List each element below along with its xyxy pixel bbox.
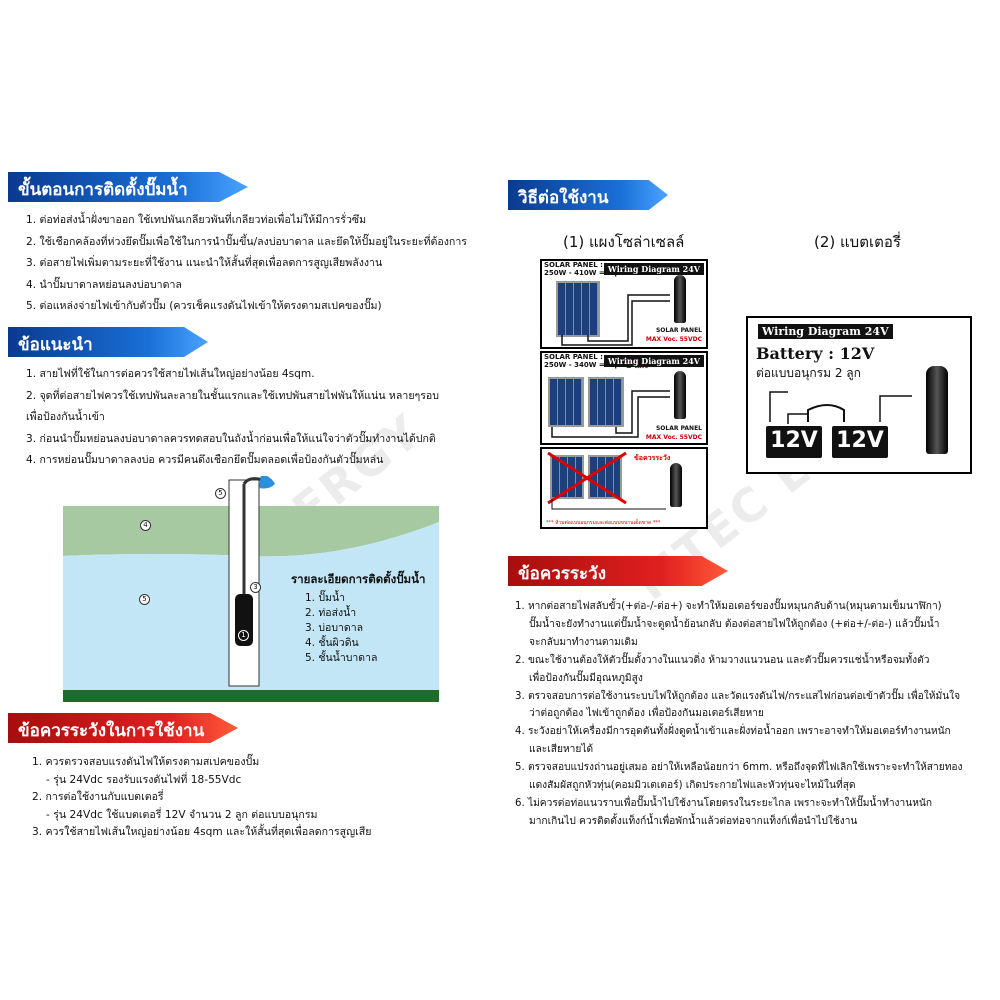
caution-use-header: ข้อควรระวังในการใช้งาน (8, 713, 238, 743)
caution-header: ข้อควรระวัง (508, 556, 728, 586)
warning-note: *** ห้ามต่อแบบอนุกรมและต่อแบบขนานเด็ดขาด… (546, 520, 661, 526)
well-diagram: 5 4 5 3 1 รายละเอียดการติดตั้งปั๊มน้ำ 1.… (63, 474, 439, 702)
advice-title: ข้อแนะนำ (18, 335, 93, 355)
battery-diagram: Wiring Diagram 24V Battery : 12V ต่อแบบอ… (746, 316, 972, 474)
pump-icon (674, 371, 686, 419)
solar-diagram-2: SOLAR PANEL : 250W - 340W = 2 pcs 2 แผง … (540, 351, 708, 445)
caution-use-item: 1. ควรตรวจสอบแรงดันไฟให้ตรงตามสเปคของปั๊… (32, 756, 260, 768)
caution-item: และเสียหายได้ (529, 744, 594, 756)
warning-label: ข้อควรระวัง (634, 454, 671, 462)
solar2-spec: 250W - 340W = 2 pcs (544, 361, 628, 369)
well-legend-item: 2. ท่อส่งน้ำ (305, 607, 357, 619)
advice-list: 1. สายไฟที่ใช้ในการต่อควรใช้สายไฟเส้นใหญ… (26, 364, 439, 472)
caution-use-item: - รุ่น 24Vdc ใช้แบตเตอรี่ 12V จำนวน 2 ลู… (46, 808, 318, 821)
battery-subtitle: ต่อแบบอนุกรม 2 ลูก (756, 366, 861, 380)
caution-item: เพื่อป้องกันปั๊มมีอุณหภูมิสูง (529, 672, 643, 684)
battery-wires (769, 391, 912, 424)
pump-icon (674, 275, 686, 323)
battery-cell: 12V (832, 426, 888, 458)
solar-diagram-warning: ข้อควรระวัง *** ห้ามต่อแบบอนุกรมและต่อแบ… (540, 447, 708, 529)
solar-panel-icon (548, 377, 584, 427)
well-legend-title: รายละเอียดการติดตั้งปั๊มน้ำ (291, 572, 426, 586)
caution-item: 5. ตรวจสอบแปรงถ่านอยู่เสมอ อย่าให้เหลือน… (515, 762, 963, 774)
connect-title: วิธีต่อใช้งาน (518, 188, 609, 208)
battery-title: Battery : 12V (756, 344, 875, 363)
well-marker-4: 4 (140, 520, 151, 531)
advice-item: 4. การหย่อนปั๊มบาดาลลงบ่อ ควรมีคนดึงเชือ… (26, 454, 384, 466)
install-title: ขั้นตอนการติดตั้งปั๊มน้ำ (18, 180, 188, 200)
advice-item: 1. สายไฟที่ใช้ในการต่อควรใช้สายไฟเส้นใหญ… (26, 368, 315, 380)
well-legend-item: 4. ชั้นผิวดิน (305, 637, 359, 649)
caution-item: 1. หากต่อสายไฟสลับขั้ว(+ต่อ-/-ต่อ+) จะทำ… (515, 601, 942, 612)
advice-header: ข้อแนะนำ (8, 327, 208, 357)
well-marker-5: 5 (215, 488, 226, 499)
advice-item: 3. ก่อนนำปั๊มหย่อนลงบ่อบาดาลควรทดสอบในถั… (26, 432, 436, 445)
pump-icon (670, 463, 682, 507)
battery-cell: 12V (766, 426, 822, 458)
warning-cross-icon (547, 451, 666, 510)
caution-use-title: ข้อควรระวังในการใช้งาน (18, 721, 205, 741)
install-step: 5. ต่อแหล่งจ่ายไฟเข้ากับตัวปั๊ม (ควรเช็ค… (26, 300, 382, 312)
well-legend: รายละเอียดการติดตั้งปั๊มน้ำ 1. ปั๊มน้ำ 2… (291, 572, 425, 666)
solar2-panel-label: SOLAR PANEL (655, 425, 702, 432)
caution-item: 6. ไม่ควรต่อท่อแนวราบเพื่อปั๊มน้ำไปใช้งา… (515, 797, 933, 809)
well-marker-3: 3 (250, 582, 261, 593)
well-svg (63, 474, 439, 702)
caution-item: แดงสัมผัสถูกหัวทุ่น(คอมมิวเตเตอร์) เกิดป… (529, 780, 856, 792)
solar1-max-voc: MAX Voc. 55VDC (645, 336, 702, 343)
well-legend-item: 5. ชั้นน้ำบาดาล (305, 652, 378, 664)
well-marker-5b: 5 (139, 594, 150, 605)
advice-item: เพื่อป้องกันน้ำเข้า (26, 411, 105, 423)
install-step: 1. ต่อท่อส่งน้ำฝั่งขาออก ใช้เทปพันเกลียว… (26, 214, 367, 226)
install-step: 4. นำปั๊มบาดาลหย่อนลงบ่อบาดาล (26, 278, 182, 291)
solar1-panel-label: SOLAR PANEL (655, 327, 702, 334)
well-legend-item: 1. ปั๊มน้ำ (305, 592, 346, 604)
caution-use-item: - รุ่น 24Vdc รองรับแรงดันไฟที่ 18-55Vdc (46, 773, 242, 786)
solar1-spec: 250W - 410W = 1 pcs (544, 269, 628, 277)
caution-use-list: 1. ควรตรวจสอบแรงดันไฟให้ตรงตามสเปคของปั๊… (32, 754, 371, 842)
caution-item: จะกลับมาทำงานตามเดิม (529, 636, 638, 648)
install-step: 2. ใช้เชือกคล้องที่ห่วงยึดปั๊มเพื่อใช้ใน… (26, 235, 467, 248)
caution-item: ว่าต่อถูกต้อง ไฟเข้าถูกต้อง เพื่อป้องกัน… (529, 708, 764, 720)
connect-col1-title: (1) แผงโซล่าเซลล์ (563, 233, 685, 251)
solar2-wires (551, 390, 670, 438)
solar2-tag: Wiring Diagram 24V (603, 355, 704, 367)
solar2-label: SOLAR PANEL : (544, 353, 603, 361)
solar-panel-icon (588, 377, 624, 427)
well-legend-item: 3. บ่อบาดาล (305, 622, 364, 634)
install-step: 3. ต่อสายไฟเพิ่มตามระยะที่ใช้งาน แนะนำให… (26, 257, 383, 269)
solar-diagram-1: SOLAR PANEL : 250W - 410W = 1 pcs Wiring… (540, 259, 708, 349)
solar2-max-voc: MAX Voc. 55VDC (645, 434, 702, 441)
solar-panel-icon (556, 281, 600, 337)
caution-item: มากเกินไป ควรติดตั้งแท็งก์น้ำเพื่อพักน้ำ… (529, 815, 858, 827)
caution-item: 2. ขณะใช้งานต้องให้ตัวปั๊มตั้งวางในแนวดิ… (515, 654, 930, 666)
install-steps: 1. ต่อท่อส่งน้ำฝั่งขาออก ใช้เทปพันเกลียว… (26, 210, 467, 318)
caution-item: 3. ตรวจสอบการต่อใช้งานระบบไฟให้ถูกต้อง แ… (515, 690, 961, 702)
install-header: ขั้นตอนการติดตั้งปั๊มน้ำ (8, 172, 248, 202)
battery-tag: Wiring Diagram 24V (758, 324, 893, 339)
solar1-tag: Wiring Diagram 24V (603, 263, 704, 275)
caution-item: ปั๊มน้ำจะยังทำงานแต่ปั๊มน้ำจะดูดน้ำย้อนก… (529, 618, 940, 630)
solar1-label: SOLAR PANEL : (544, 261, 603, 269)
caution-list: 1. หากต่อสายไฟสลับขั้ว(+ต่อ-/-ต่อ+) จะทำ… (515, 598, 963, 831)
well-marker-1: 1 (238, 630, 249, 641)
caution-use-item: 2. การต่อใช้งานกับแบตเตอรี่ (32, 791, 164, 803)
connect-header: วิธีต่อใช้งาน (508, 180, 668, 210)
caution-use-item: 3. ควรใช้สายไฟเส้นใหญ่อย่างน้อย 4sqm และ… (32, 826, 372, 838)
advice-item: 2. จุดที่ต่อสายไฟควรใช้เทปพันละลายในชั้น… (26, 389, 440, 402)
connect-col2-title: (2) แบตเตอรี่ (814, 233, 901, 251)
solar1-wires (561, 294, 670, 346)
caution-item: 4. ระวังอย่าให้เครื่องมีการอุดตันทั้งฝั่… (515, 726, 951, 738)
caution-title: ข้อควรระวัง (518, 564, 606, 584)
pump-icon (926, 366, 948, 454)
